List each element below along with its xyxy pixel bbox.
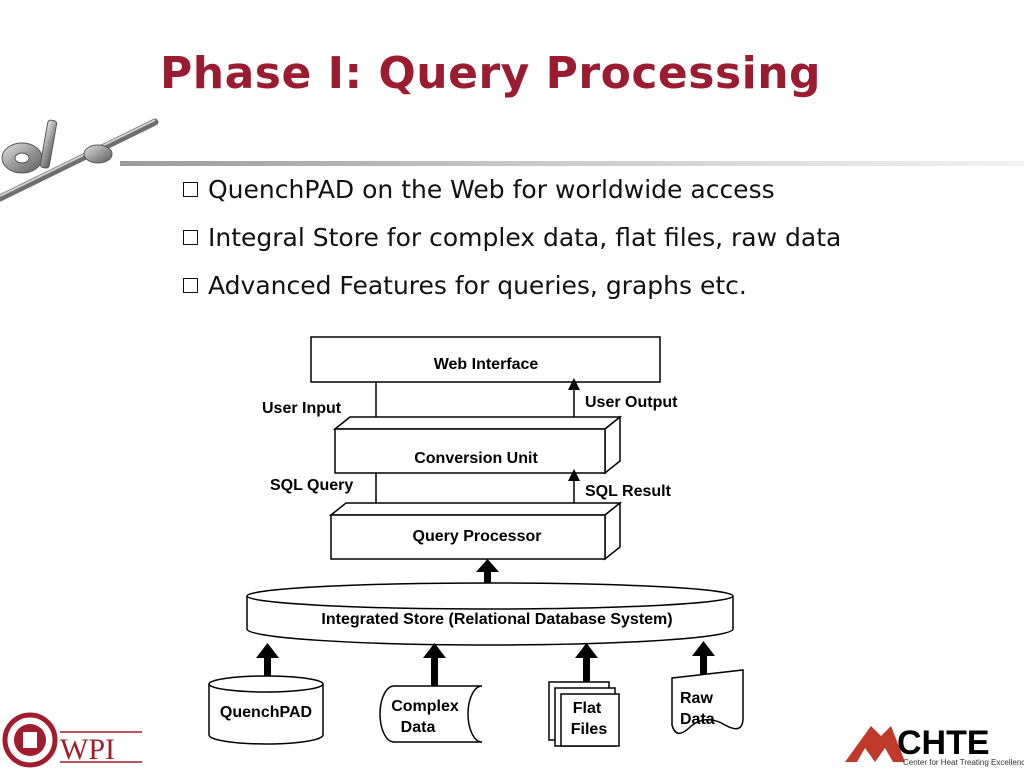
bullet-item: QuenchPAD on the Web for worldwide acces…: [183, 172, 841, 220]
bullet-list: QuenchPAD on the Web for worldwide acces…: [183, 172, 841, 316]
chte-logo-text: CHTE: [897, 724, 990, 762]
slide-title: Phase I: Query Processing: [160, 48, 822, 99]
sql-query-label: SQL Query: [270, 477, 353, 494]
integrated-store-cylinder: [246, 582, 734, 646]
user-output-label: User Output: [585, 394, 678, 411]
raw-data-shape: [671, 669, 744, 734]
complex-data-label-line1: Complex: [391, 698, 459, 715]
wpi-seal-icon: WPI: [2, 712, 142, 768]
bullet-item: Advanced Features for queries, graphs et…: [183, 268, 841, 316]
chte-tagline: Center for Heat Treating Excellence: [903, 758, 1024, 767]
flat-files-label-line2: Files: [571, 721, 608, 738]
bullet-text: Integral Store for complex data, flat fi…: [208, 223, 842, 252]
web-interface-label: Web Interface: [434, 356, 539, 373]
quenchpad-cylinder: [208, 675, 324, 745]
checkbox-bullet-icon: [183, 182, 198, 197]
user-input-label: User Input: [262, 400, 342, 417]
flat-files-label-line1: Flat: [573, 700, 602, 717]
sql-result-label: SQL Result: [585, 483, 672, 500]
chte-logo: CHTE Center for Heat Treating Excellence: [845, 718, 1024, 768]
web-interface-box: [310, 336, 661, 383]
conversion-unit-box: [332, 415, 623, 475]
decorative-bolts-image: [0, 118, 159, 202]
checkbox-bullet-icon: [183, 230, 198, 245]
title-divider: [120, 161, 1024, 166]
bullet-item: Integral Store for complex data, flat fi…: [183, 220, 841, 268]
bullet-text: Advanced Features for queries, graphs et…: [208, 271, 747, 300]
raw-data-label-line2: Data: [680, 711, 715, 728]
conversion-unit-label: Conversion Unit: [414, 450, 538, 467]
flat-files-shape: [548, 681, 620, 747]
quenchpad-label: QuenchPAD: [220, 704, 312, 721]
wpi-logo-text: WPI: [60, 733, 115, 766]
query-processor-label: Query Processor: [413, 528, 542, 545]
wpi-logo: WPI: [2, 710, 142, 768]
complex-data-label-line2: Data: [401, 719, 436, 736]
bullet-text: QuenchPAD on the Web for worldwide acces…: [208, 175, 775, 204]
source-arrows: [256, 641, 715, 686]
checkbox-bullet-icon: [183, 278, 198, 293]
raw-data-label-line1: Raw: [680, 690, 713, 707]
complex-data-shape: [379, 685, 483, 743]
integrated-store-label: Integrated Store (Relational Database Sy…: [321, 611, 672, 628]
query-processor-box: [328, 501, 623, 561]
chte-flame-icon: CHTE Center for Heat Treating Excellence: [845, 724, 1024, 767]
